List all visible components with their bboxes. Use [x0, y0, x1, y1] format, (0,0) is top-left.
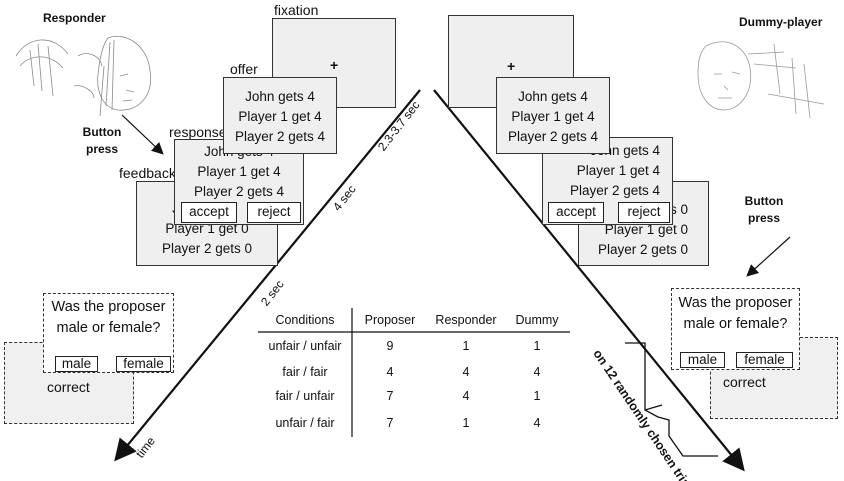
- accept-button-right[interactable]: accept: [548, 202, 604, 223]
- feedback-line-3: Player 2 gets 0: [161, 241, 253, 256]
- cell-responder: 1: [462, 416, 470, 430]
- header-conditions: Conditions: [275, 313, 335, 327]
- female-button-right[interactable]: female: [736, 352, 793, 368]
- correct-label-left: correct: [47, 379, 90, 395]
- feedback-right-line-3: Player 2 gets 0: [597, 242, 688, 257]
- cell-proposer: 7: [386, 389, 394, 403]
- cell-proposer: 9: [386, 339, 394, 353]
- table-row: unfair / fair 7 1 4: [258, 408, 570, 438]
- left-timeline-arrow: [114, 89, 421, 462]
- question-line-2-right: male or female?: [683, 316, 788, 332]
- responder-press-arrow: [121, 114, 164, 155]
- offer-right-line-1: John gets 4: [518, 89, 588, 104]
- reject-button[interactable]: reject: [247, 202, 301, 223]
- response-line-2: Player 1 get 4: [197, 164, 281, 179]
- table-row: unfair / unfair 9 1 1: [258, 332, 570, 360]
- dummy-button-press-label: Button press: [744, 194, 784, 225]
- brace-outer: [625, 342, 718, 457]
- question-line-2-left: male or female?: [56, 320, 161, 336]
- cell-proposer: 4: [386, 365, 394, 379]
- cell-condition: fair / fair: [282, 365, 328, 379]
- question-line-1-right: Was the proposer: [678, 295, 793, 311]
- offer-screen-left: John gets 4 Player 1 get 4 Player 2 gets…: [223, 77, 337, 154]
- cell-dummy: 1: [533, 339, 541, 353]
- response-screen-right: John gets 4 Player 1 get 4 Player 2 gets…: [542, 137, 673, 225]
- header-proposer: Proposer: [364, 313, 416, 327]
- cell-responder: 4: [462, 365, 470, 379]
- offer-line-1: John gets 4: [245, 89, 315, 104]
- feedback-label: feedback: [119, 165, 176, 181]
- offer-line-2: Player 1 get 4: [238, 109, 322, 124]
- table-row: fair / unfair 7 4 1: [258, 384, 570, 408]
- responder-sketch: [15, 36, 152, 117]
- cell-condition: unfair / unfair: [268, 339, 342, 353]
- accept-button[interactable]: accept: [181, 202, 237, 223]
- dummy-player-sketch: [697, 41, 825, 119]
- fixation-label: fixation: [274, 2, 319, 18]
- offer-label: offer: [230, 61, 258, 77]
- cell-proposer: 7: [386, 416, 394, 430]
- response-line-3: Player 2 gets 4: [193, 184, 285, 199]
- reject-button-right[interactable]: reject: [618, 202, 670, 223]
- correct-label-right: correct: [723, 374, 766, 390]
- female-button-left[interactable]: female: [116, 356, 171, 372]
- offer-right-line-2: Player 1 get 4: [511, 109, 595, 124]
- response-right-line-2: Player 1 get 4: [576, 163, 660, 178]
- cell-condition: fair / unfair: [275, 389, 335, 403]
- question-screen-left: Was the proposer male or female? male fe…: [43, 293, 174, 373]
- offer-right-line-3: Player 2 gets 4: [507, 129, 599, 144]
- offer-line-3: Player 2 gets 4: [234, 129, 326, 144]
- cell-dummy: 4: [533, 416, 541, 430]
- responder-button-press-label: Button press: [82, 125, 122, 156]
- cell-condition: unfair / fair: [275, 416, 335, 430]
- question-line-1-left: Was the proposer: [51, 299, 166, 315]
- cell-dummy: 4: [533, 365, 541, 379]
- cell-responder: 1: [462, 339, 470, 353]
- question-screen-right: Was the proposer male or female? male fe…: [671, 288, 800, 370]
- male-button-right[interactable]: male: [680, 352, 725, 368]
- responder-label: Responder: [43, 11, 106, 25]
- brace-inner: [644, 404, 663, 411]
- table-row: fair / fair 4 4 4: [258, 360, 570, 384]
- offer-screen-right: John gets 4 Player 1 get 4 Player 2 gets…: [496, 77, 610, 154]
- fixation-cross-right: +: [507, 58, 516, 74]
- cell-responder: 4: [462, 389, 470, 403]
- male-button-left[interactable]: male: [55, 356, 98, 372]
- conditions-table: Conditions Proposer Responder Dummy unfa…: [258, 308, 570, 438]
- dummy-player-label: Dummy-player: [739, 15, 823, 29]
- right-timeline-arrow: [433, 89, 745, 472]
- response-label: response: [169, 124, 227, 140]
- feedback-right-line-2: Player 1 get 0: [604, 222, 688, 237]
- dummy-press-arrow: [746, 236, 791, 277]
- header-dummy: Dummy: [515, 313, 559, 327]
- table-header-row: Conditions Proposer Responder Dummy: [258, 308, 570, 332]
- cell-dummy: 1: [533, 389, 541, 403]
- response-right-line-3: Player 2 gets 4: [569, 183, 660, 198]
- header-responder: Responder: [435, 313, 497, 327]
- fixation-cross: +: [330, 57, 339, 73]
